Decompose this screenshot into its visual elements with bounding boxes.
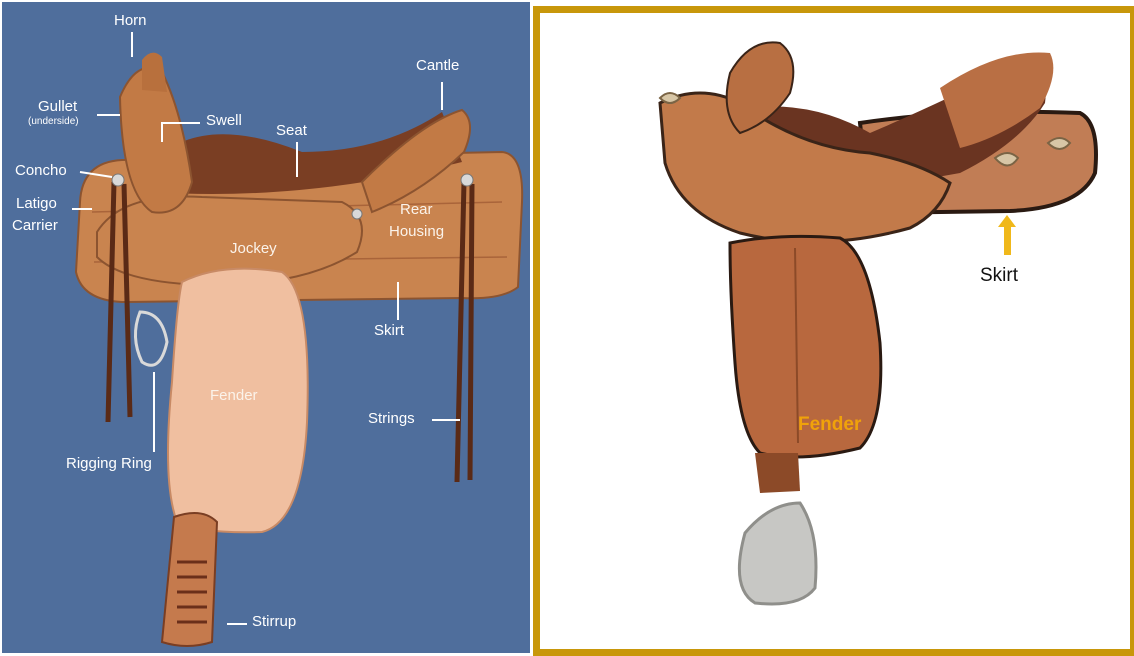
cantle-label: Cantle — [416, 57, 459, 74]
latigo-carrier-label-line2: Carrier — [12, 217, 58, 234]
swell-label: Swell — [206, 112, 242, 129]
photo-skirt-label: Skirt — [980, 265, 1018, 287]
photo-fender-label: Fender — [798, 414, 861, 436]
rear-housing-label-line2: Housing — [389, 223, 444, 240]
stock-saddle-photo-panel: Skirt Fender — [533, 6, 1134, 656]
concho-label: Concho — [15, 162, 67, 179]
western-saddle-diagram-panel: Horn Gullet (underside) Swell Seat Cantl… — [2, 2, 530, 653]
stirrup-label: Stirrup — [252, 613, 296, 630]
fender-label: Fender — [210, 387, 258, 404]
gullet-note-label: (underside) — [28, 116, 79, 127]
latigo-carrier-label-line1: Latigo — [16, 195, 57, 212]
stock-saddle-illustration — [540, 13, 1130, 649]
horn-label: Horn — [114, 12, 147, 29]
seat-label: Seat — [276, 122, 307, 139]
rear-housing-label-line1: Rear — [400, 201, 433, 218]
western-saddle-illustration — [2, 2, 530, 653]
strings-label: Strings — [368, 410, 415, 427]
rigging-ring-label: Rigging Ring — [66, 455, 152, 472]
jockey-label: Jockey — [230, 240, 277, 257]
gullet-label: Gullet — [38, 98, 77, 115]
skirt-label: Skirt — [374, 322, 404, 339]
